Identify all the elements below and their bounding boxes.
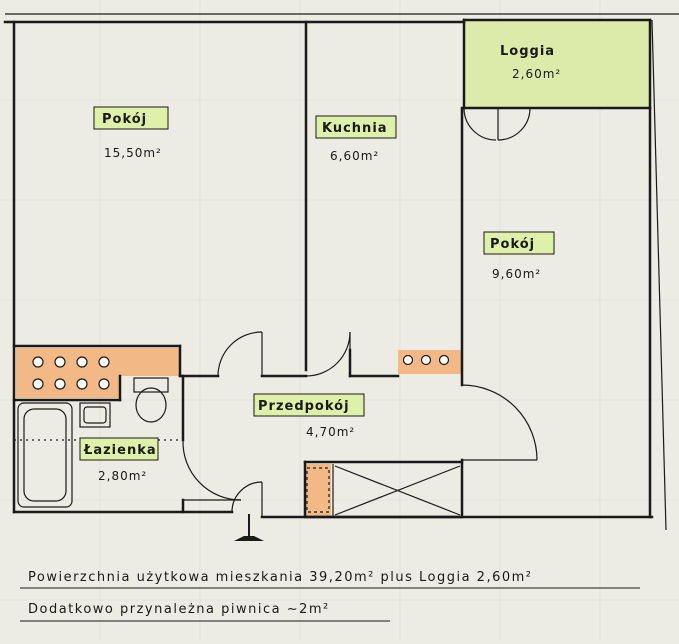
label-highlights bbox=[79, 106, 555, 461]
room-name-pokoj-2: Pokój bbox=[490, 237, 535, 252]
room-name-lazienka: Łazienka bbox=[83, 443, 157, 458]
room-area-pokoj-1: 15,50m² bbox=[104, 146, 162, 160]
room-area-kuchnia: 6,60m² bbox=[330, 149, 379, 163]
note-basement: Dodatkowo przynależna piwnica ~2m² bbox=[28, 602, 330, 617]
room-name-przedpokoj: Przedpokój bbox=[258, 399, 350, 414]
room-area-przedpokoj: 4,70m² bbox=[306, 425, 355, 439]
entrance-marker bbox=[234, 536, 264, 541]
fixtures bbox=[5, 13, 679, 531]
wardrobe-block bbox=[305, 464, 331, 516]
note-usable-area: Powierzchnia użytkowa mieszkania 39,20m²… bbox=[28, 570, 533, 585]
stove-burners bbox=[32, 354, 450, 390]
room-name-loggia: Loggia bbox=[500, 44, 555, 59]
loggia-fill bbox=[464, 20, 650, 108]
room-name-kuchnia: Kuchnia bbox=[322, 121, 388, 136]
room-area-loggia: 2,60m² bbox=[512, 67, 561, 81]
room-area-lazienka: 2,80m² bbox=[98, 469, 147, 483]
walls bbox=[3, 18, 654, 519]
room-name-pokoj-1: Pokój bbox=[102, 112, 147, 127]
room-area-pokoj-2: 9,60m² bbox=[492, 267, 541, 281]
